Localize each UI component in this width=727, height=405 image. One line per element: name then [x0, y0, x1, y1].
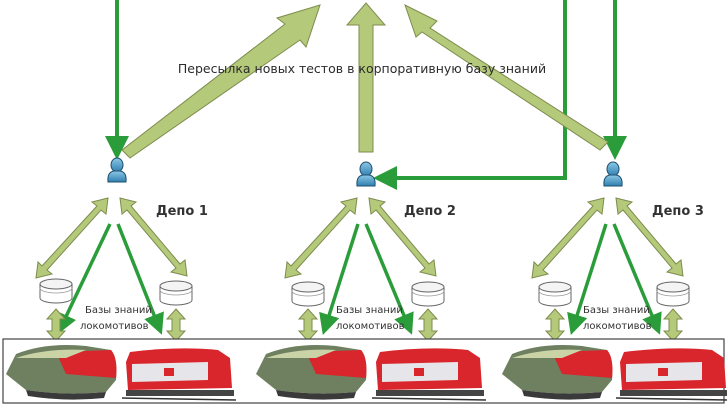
database-icon — [656, 281, 690, 307]
kb-label-line2: локомотивов — [336, 321, 405, 332]
database-icon — [411, 281, 445, 307]
upload-arrows — [121, 2, 609, 159]
depot-2: Депо 2 — [356, 161, 456, 219]
user-icon — [603, 161, 623, 187]
green-flow-lines — [105, 0, 627, 190]
database-icon — [159, 280, 193, 306]
depot-label: Депо 2 — [404, 204, 456, 219]
kb-label-line2: локомотивов — [583, 321, 652, 332]
user-icon — [356, 161, 376, 187]
kb-label-line1: Базы знаний — [583, 305, 650, 316]
depot-1: Депо 1 — [107, 157, 208, 219]
title-label: Пересылка новых тестов в корпоративную б… — [178, 61, 546, 76]
kb-labels: Базы знаний локомотивов Базы знаний локо… — [80, 305, 652, 332]
databases — [39, 278, 690, 307]
green-line-to-depot2 — [373, 0, 567, 190]
upload-arrow-depot2 — [345, 2, 387, 153]
upload-arrow-depot3 — [404, 4, 609, 151]
locomotive-red-icon — [615, 347, 727, 401]
locomotive-red-icon — [371, 347, 487, 401]
depot-links — [35, 197, 684, 336]
kb-label-line1: Базы знаний — [336, 305, 403, 316]
locomotive-red-icon — [121, 347, 237, 401]
database-icon — [538, 281, 572, 307]
user-icon — [107, 157, 127, 183]
upload-arrow-depot1 — [121, 4, 321, 159]
kb-label-line2: локомотивов — [80, 321, 149, 332]
kb-label-line1: Базы знаний — [85, 305, 152, 316]
depot-label: Депо 3 — [652, 204, 704, 219]
database-icon — [291, 281, 325, 307]
depot-3: Депо 3 — [603, 161, 704, 219]
database-icon — [39, 278, 73, 304]
depot-label: Депо 1 — [156, 204, 208, 219]
